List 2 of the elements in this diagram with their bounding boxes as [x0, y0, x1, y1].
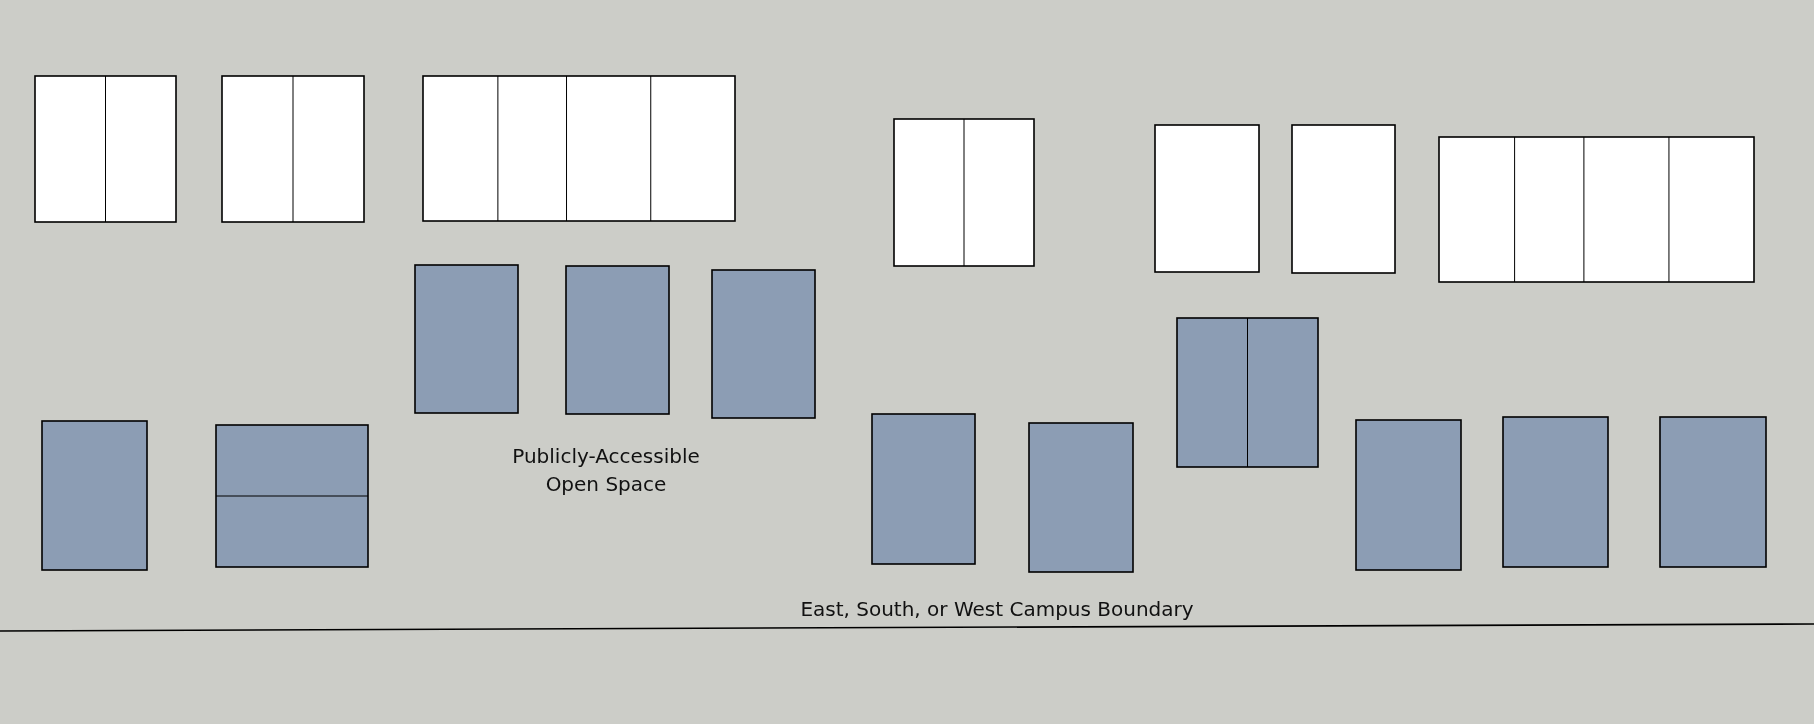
boundary-label: East, South, or West Campus Boundary [799, 596, 1195, 623]
area-label: Publicly-Accessible Open Space [511, 443, 701, 498]
